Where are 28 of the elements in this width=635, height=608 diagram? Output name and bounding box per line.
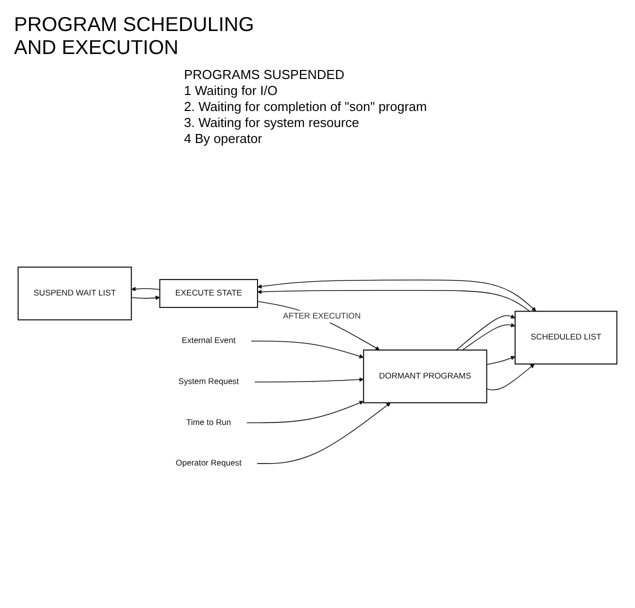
node-box: SUSPEND WAIT LIST — [18, 266, 132, 321]
arrow — [254, 377, 364, 382]
arrow — [250, 340, 364, 359]
arrow — [486, 356, 516, 366]
node-box: SCHEDULED LIST — [514, 310, 618, 365]
edge-label: AFTER EXECUTION — [283, 312, 361, 321]
arrow — [462, 323, 516, 351]
node-box: DORMANT PROGRAMS — [363, 350, 488, 404]
node-box: EXECUTE STATE — [159, 279, 258, 308]
note-text: 2. Waiting for completion of "son" program — [184, 99, 428, 114]
note-text: PROGRAMS SUSPENDED — [184, 67, 346, 82]
arrow — [257, 290, 530, 312]
node-text: Time to Run — [186, 418, 232, 428]
arrow — [246, 400, 364, 424]
arrow — [257, 301, 380, 350]
arrow — [257, 280, 536, 312]
node-text: System Request — [178, 377, 239, 386]
arrow — [256, 402, 391, 464]
arrow — [131, 286, 160, 292]
diagram-title: PROGRAM SCHEDULING AND EXECUTION — [14, 14, 256, 60]
arrow — [486, 364, 535, 390]
arrow — [456, 314, 516, 351]
note-text: 4 By operator — [184, 131, 264, 146]
node-text: External Event — [182, 336, 236, 346]
note-text: 3. Waiting for system resource — [184, 115, 360, 130]
arrow — [130, 296, 160, 300]
note-text: 1 Waiting for I/O — [184, 83, 278, 98]
node-text: Operator Request — [176, 459, 242, 468]
